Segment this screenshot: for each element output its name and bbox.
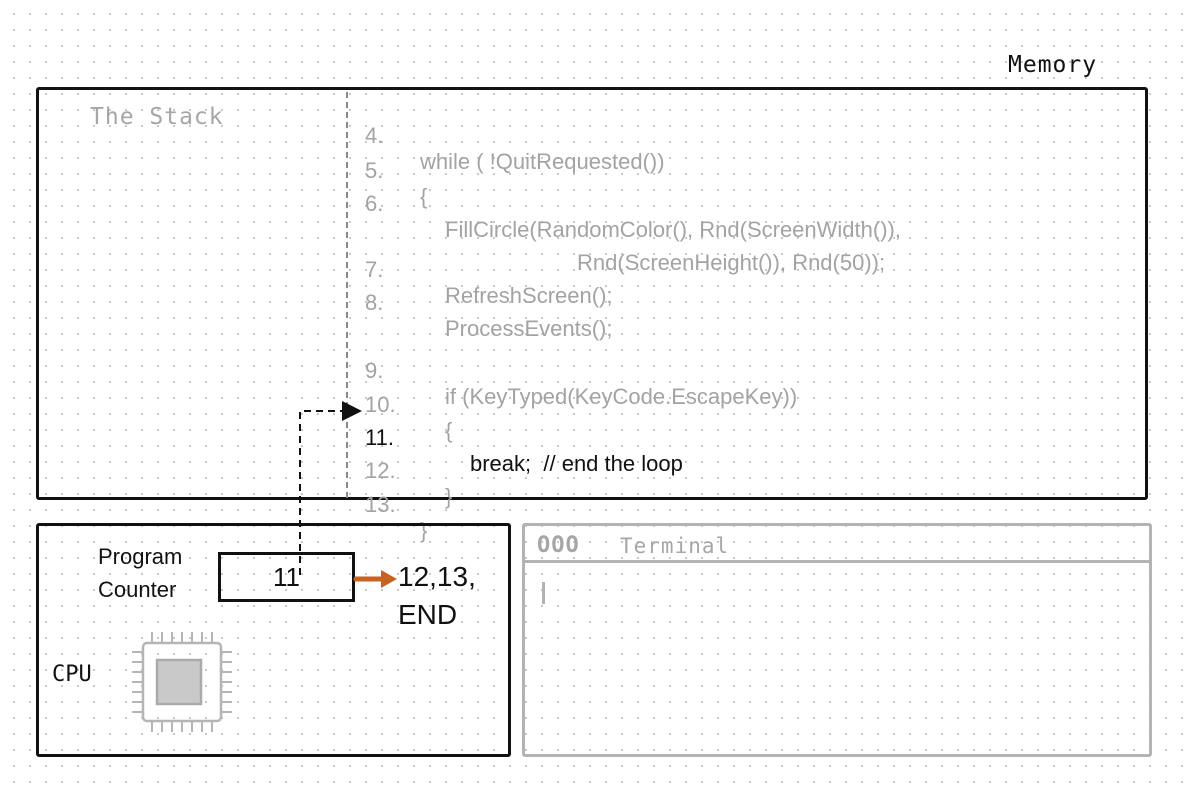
code-line: 4. while ( !QuitRequested()) bbox=[365, 97, 665, 201]
program-counter-label: Program Counter bbox=[98, 540, 182, 606]
cpu-label: CPU bbox=[52, 662, 92, 687]
memory-label: Memory bbox=[1008, 52, 1098, 78]
line-text: { bbox=[445, 418, 453, 443]
line-number: 4. bbox=[365, 123, 384, 148]
line-text: break; // end the loop bbox=[470, 451, 683, 476]
code-line: 8. ProcessEvents(); bbox=[365, 264, 613, 368]
line-number: 10. bbox=[365, 392, 396, 417]
code-line: 9. if (KeyTyped(KeyCode.EscapeKey)) bbox=[365, 332, 797, 436]
code-line: 12. } bbox=[365, 432, 452, 536]
line-text: } bbox=[445, 484, 453, 509]
code-line: 13. } bbox=[365, 466, 427, 570]
line-text: FillCircle(RandomColor(), Rnd(ScreenWidt… bbox=[445, 217, 901, 242]
line-text: { bbox=[420, 184, 428, 209]
next-steps-line: END bbox=[398, 599, 458, 630]
program-counter-value: 11 bbox=[218, 552, 355, 602]
stack-label: The Stack bbox=[90, 104, 224, 130]
line-text: while ( !QuitRequested()) bbox=[420, 149, 665, 174]
line-number: 6. bbox=[365, 191, 384, 216]
window-controls-icon[interactable]: OOO bbox=[537, 533, 580, 558]
cpu-box bbox=[36, 523, 511, 757]
memory-box bbox=[36, 87, 1148, 500]
code-line: 7. RefreshScreen(); bbox=[365, 231, 613, 335]
program-counter-label-line: Program bbox=[98, 544, 183, 569]
pc-pointer-arrow bbox=[299, 401, 362, 575]
terminal-window bbox=[522, 523, 1152, 757]
terminal-title-bar bbox=[525, 526, 1149, 563]
line-text: if (KeyTyped(KeyCode.EscapeKey)) bbox=[445, 384, 798, 409]
code-line: 6. FillCircle(RandomColor(), Rnd(ScreenW… bbox=[365, 165, 901, 269]
line-number: 11. bbox=[365, 425, 394, 450]
line-number: 5. bbox=[365, 158, 384, 183]
program-counter-label-line: Counter bbox=[98, 577, 177, 602]
code-line: 10. { bbox=[365, 366, 452, 470]
stack-divider bbox=[346, 92, 348, 498]
line-number: 7. bbox=[365, 257, 384, 282]
line-text: } bbox=[420, 518, 428, 543]
terminal-cursor bbox=[542, 582, 545, 604]
line-text: RefreshScreen(); bbox=[445, 283, 613, 308]
line-number: 13. bbox=[365, 492, 396, 517]
next-step-arrow bbox=[353, 570, 397, 588]
code-line-active: 11. break; // end the loop bbox=[365, 399, 683, 503]
cpu-chip-icon bbox=[132, 632, 232, 732]
next-steps-line: 12,13, bbox=[398, 561, 476, 592]
next-steps: 12,13, END bbox=[398, 558, 476, 634]
line-text: ProcessEvents(); bbox=[445, 316, 613, 341]
terminal-title: Terminal bbox=[620, 534, 730, 558]
line-number: 12. bbox=[365, 458, 396, 483]
line-text: Rnd(ScreenHeight()), Rnd(50)); bbox=[577, 250, 886, 275]
line-number: 9. bbox=[365, 358, 384, 383]
code-line: 5. { bbox=[365, 132, 427, 236]
code-line: Rnd(ScreenHeight()), Rnd(50)); bbox=[365, 198, 885, 302]
line-number: 8. bbox=[365, 290, 384, 315]
